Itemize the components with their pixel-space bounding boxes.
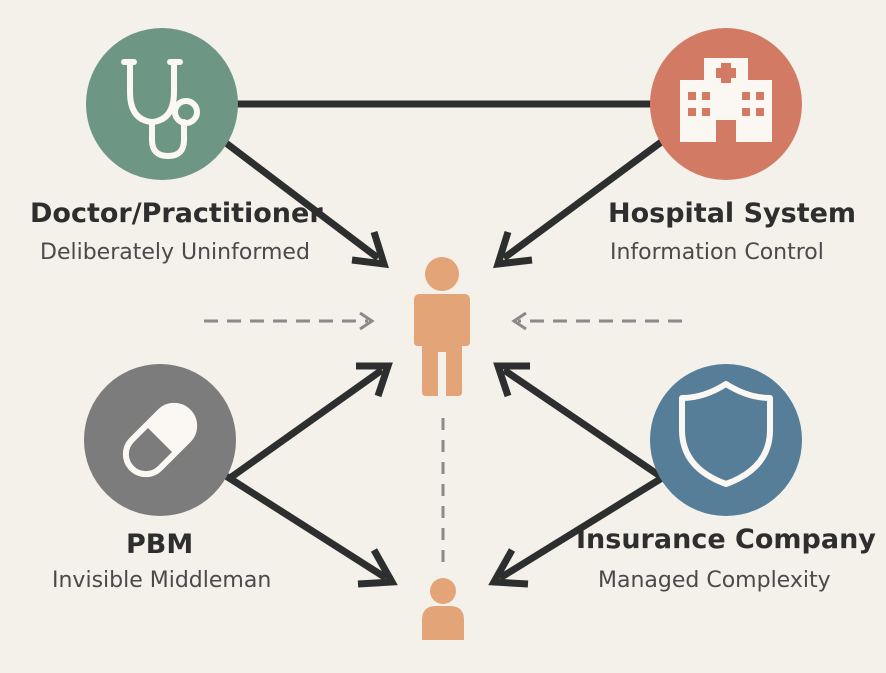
pbm-up-arrowhead bbox=[356, 362, 393, 398]
doctor-arrowhead bbox=[351, 230, 389, 269]
left-dashed-arrowhead bbox=[359, 311, 375, 331]
person-bust-icon bbox=[422, 578, 464, 640]
hospital-building-icon bbox=[680, 58, 772, 142]
doctor-node: Doctor/Practitioner Deliberately Uninfor… bbox=[30, 28, 323, 265]
right-dashed-arrowhead bbox=[511, 311, 527, 331]
doctor-subtitle: Deliberately Uninformed bbox=[40, 240, 310, 265]
pbm-down-arrowhead bbox=[357, 548, 398, 588]
insurance-down-arrowhead bbox=[488, 548, 529, 588]
doctor-circle bbox=[86, 28, 238, 180]
hospital-subtitle: Information Control bbox=[610, 240, 824, 265]
insurance-circle bbox=[650, 364, 802, 516]
hospital-title: Hospital System bbox=[608, 198, 856, 229]
doctor-to-patient-arrow bbox=[219, 137, 381, 261]
pbm-to-patient-arrow bbox=[227, 367, 385, 481]
pbm-subtitle: Invisible Middleman bbox=[52, 568, 271, 593]
arrows bbox=[219, 137, 667, 588]
pill-icon bbox=[122, 402, 198, 478]
insurance-to-patient-arrow bbox=[502, 367, 662, 479]
insurance-title: Insurance Company bbox=[576, 524, 876, 555]
pbm-to-lower-person-arrow bbox=[224, 473, 388, 581]
insurance-to-lower-person-arrow bbox=[498, 475, 664, 581]
person-icon bbox=[414, 257, 470, 396]
dashed-lines bbox=[204, 311, 682, 570]
pbm-title: PBM bbox=[126, 529, 193, 560]
hospital-arrowhead bbox=[493, 230, 533, 269]
pbm-node: PBM Invisible Middleman bbox=[52, 364, 271, 593]
insurance-up-arrowhead bbox=[493, 362, 530, 398]
stethoscope-icon bbox=[121, 59, 200, 160]
insurance-subtitle: Managed Complexity bbox=[598, 568, 831, 593]
insurance-node: Insurance Company Managed Complexity bbox=[576, 364, 876, 593]
hospital-node: Hospital System Information Control bbox=[608, 28, 856, 265]
hospital-to-patient-arrow bbox=[501, 137, 667, 261]
shield-icon bbox=[679, 381, 773, 487]
doctor-title: Doctor/Practitioner bbox=[30, 198, 323, 229]
